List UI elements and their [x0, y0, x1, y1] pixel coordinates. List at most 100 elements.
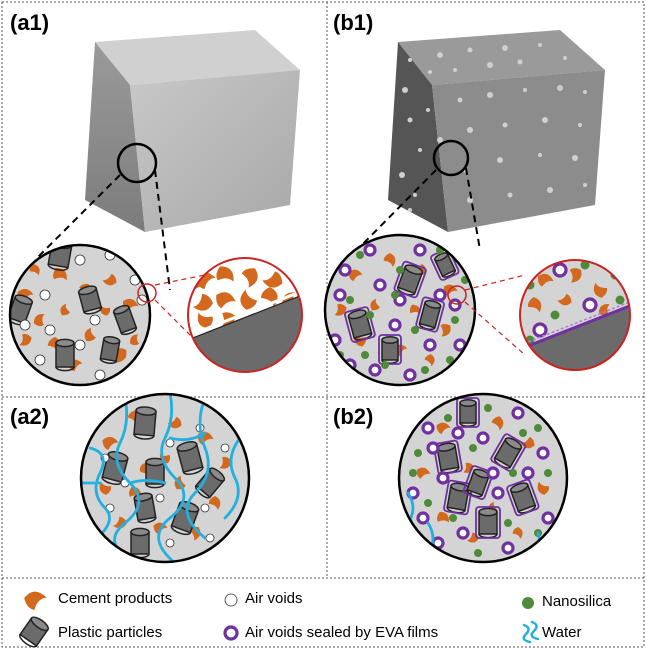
nanosilica-particle [449, 514, 457, 522]
plastic-particle [176, 441, 204, 475]
pore [572, 155, 578, 161]
cement-product [440, 324, 451, 337]
sealed-air-void [541, 511, 555, 525]
plastic-particle [55, 338, 75, 372]
sealed-air-void [476, 431, 490, 445]
pore [418, 148, 422, 152]
legend-symbols [19, 591, 540, 648]
sealed-air-void [333, 288, 347, 302]
nanosilica-particle [396, 266, 404, 274]
zoom-lines-red-b1 [464, 274, 526, 356]
water-path [185, 396, 210, 540]
cement-product [593, 282, 608, 298]
pore [557, 85, 563, 91]
nanosilica-particle [451, 316, 459, 324]
pore [502, 122, 508, 128]
cement-product [33, 314, 45, 327]
sealed-air-void [413, 243, 427, 257]
sealed-air-void [403, 368, 417, 382]
cement-product [527, 297, 542, 313]
sealed-air-void [451, 426, 465, 440]
cement-product [29, 264, 40, 276]
pore [426, 108, 430, 112]
sealed-air-void [223, 625, 239, 641]
eva-film-texture [520, 295, 630, 352]
zoom-marker-b1 [432, 139, 470, 177]
nanosilica-particle [580, 260, 590, 270]
air-void [44, 324, 56, 336]
nanosilica-particle [504, 519, 512, 527]
cement-product [537, 481, 550, 495]
cement-product [409, 304, 421, 314]
pore [402, 87, 408, 93]
plastic-particle [130, 527, 150, 559]
sealed-air-void [456, 526, 470, 540]
air-void [220, 443, 230, 453]
air-void [89, 314, 101, 326]
nanosilica-particle [509, 469, 517, 477]
cement-product [520, 436, 535, 449]
pore [523, 88, 527, 92]
water-path [157, 394, 186, 562]
pore [413, 193, 417, 197]
nanosilica-particle [550, 310, 560, 320]
cement-product [53, 268, 67, 281]
interface-line [188, 289, 302, 346]
plastic-particle [415, 296, 445, 333]
air-void [74, 339, 86, 351]
cement-product [19, 333, 32, 346]
plastic-particle [462, 465, 494, 500]
interface-gap [188, 284, 302, 343]
cement-product [436, 422, 451, 435]
plastic-particle [475, 506, 501, 539]
cement-product [348, 269, 363, 282]
cement-product [102, 273, 117, 286]
cement-product [598, 304, 610, 317]
legend-plastic-label: Plastic particles [58, 624, 163, 641]
sealed-air-void [426, 441, 440, 455]
sealed-air-void [511, 406, 525, 420]
zoom-lines-a1 [34, 169, 171, 291]
pore [408, 58, 412, 62]
pore [407, 117, 413, 123]
sealed-air-void [416, 511, 430, 525]
air-void [165, 438, 175, 448]
sealed-air-void [501, 541, 515, 555]
nanosilica-particle [381, 361, 389, 369]
air-void [165, 538, 175, 548]
water-path [530, 620, 540, 641]
pore [428, 70, 432, 74]
microstructure-a1 [8, 243, 157, 387]
microstructure-b2 [397, 392, 569, 564]
zoom-lines-b1 [351, 167, 481, 256]
nanosilica-particle [522, 597, 534, 609]
panel-label-b2: (b2) [333, 404, 374, 429]
pore [578, 123, 582, 127]
sealed-air-void [388, 318, 402, 332]
nanosilica-particle [469, 444, 477, 452]
nanosilica-particle [414, 449, 422, 457]
cube-b1 [388, 30, 605, 232]
panel-label-a2: (a2) [10, 404, 50, 429]
pore [487, 92, 493, 98]
microstructure-a2 [79, 392, 251, 564]
pore [408, 208, 412, 212]
legend-cement-label: Cement products [58, 590, 173, 607]
cement-product [334, 303, 347, 316]
nanosilica-particle [361, 351, 369, 359]
nanosilica-particle [421, 366, 429, 374]
cement-product [557, 293, 572, 306]
nanosilica-particle [446, 356, 454, 364]
cement-product [241, 268, 258, 288]
pore [437, 52, 443, 58]
plastic-particle [378, 334, 402, 365]
sealed-air-void [536, 446, 550, 460]
pore [538, 43, 542, 47]
air-void [94, 369, 106, 381]
cement-product [100, 305, 111, 316]
panel-label-a1: (a1) [10, 10, 50, 35]
pore [457, 97, 463, 103]
nanosilica-particle [409, 469, 417, 477]
legend-sealed-label: Air voids sealed by EVA films [245, 624, 439, 641]
